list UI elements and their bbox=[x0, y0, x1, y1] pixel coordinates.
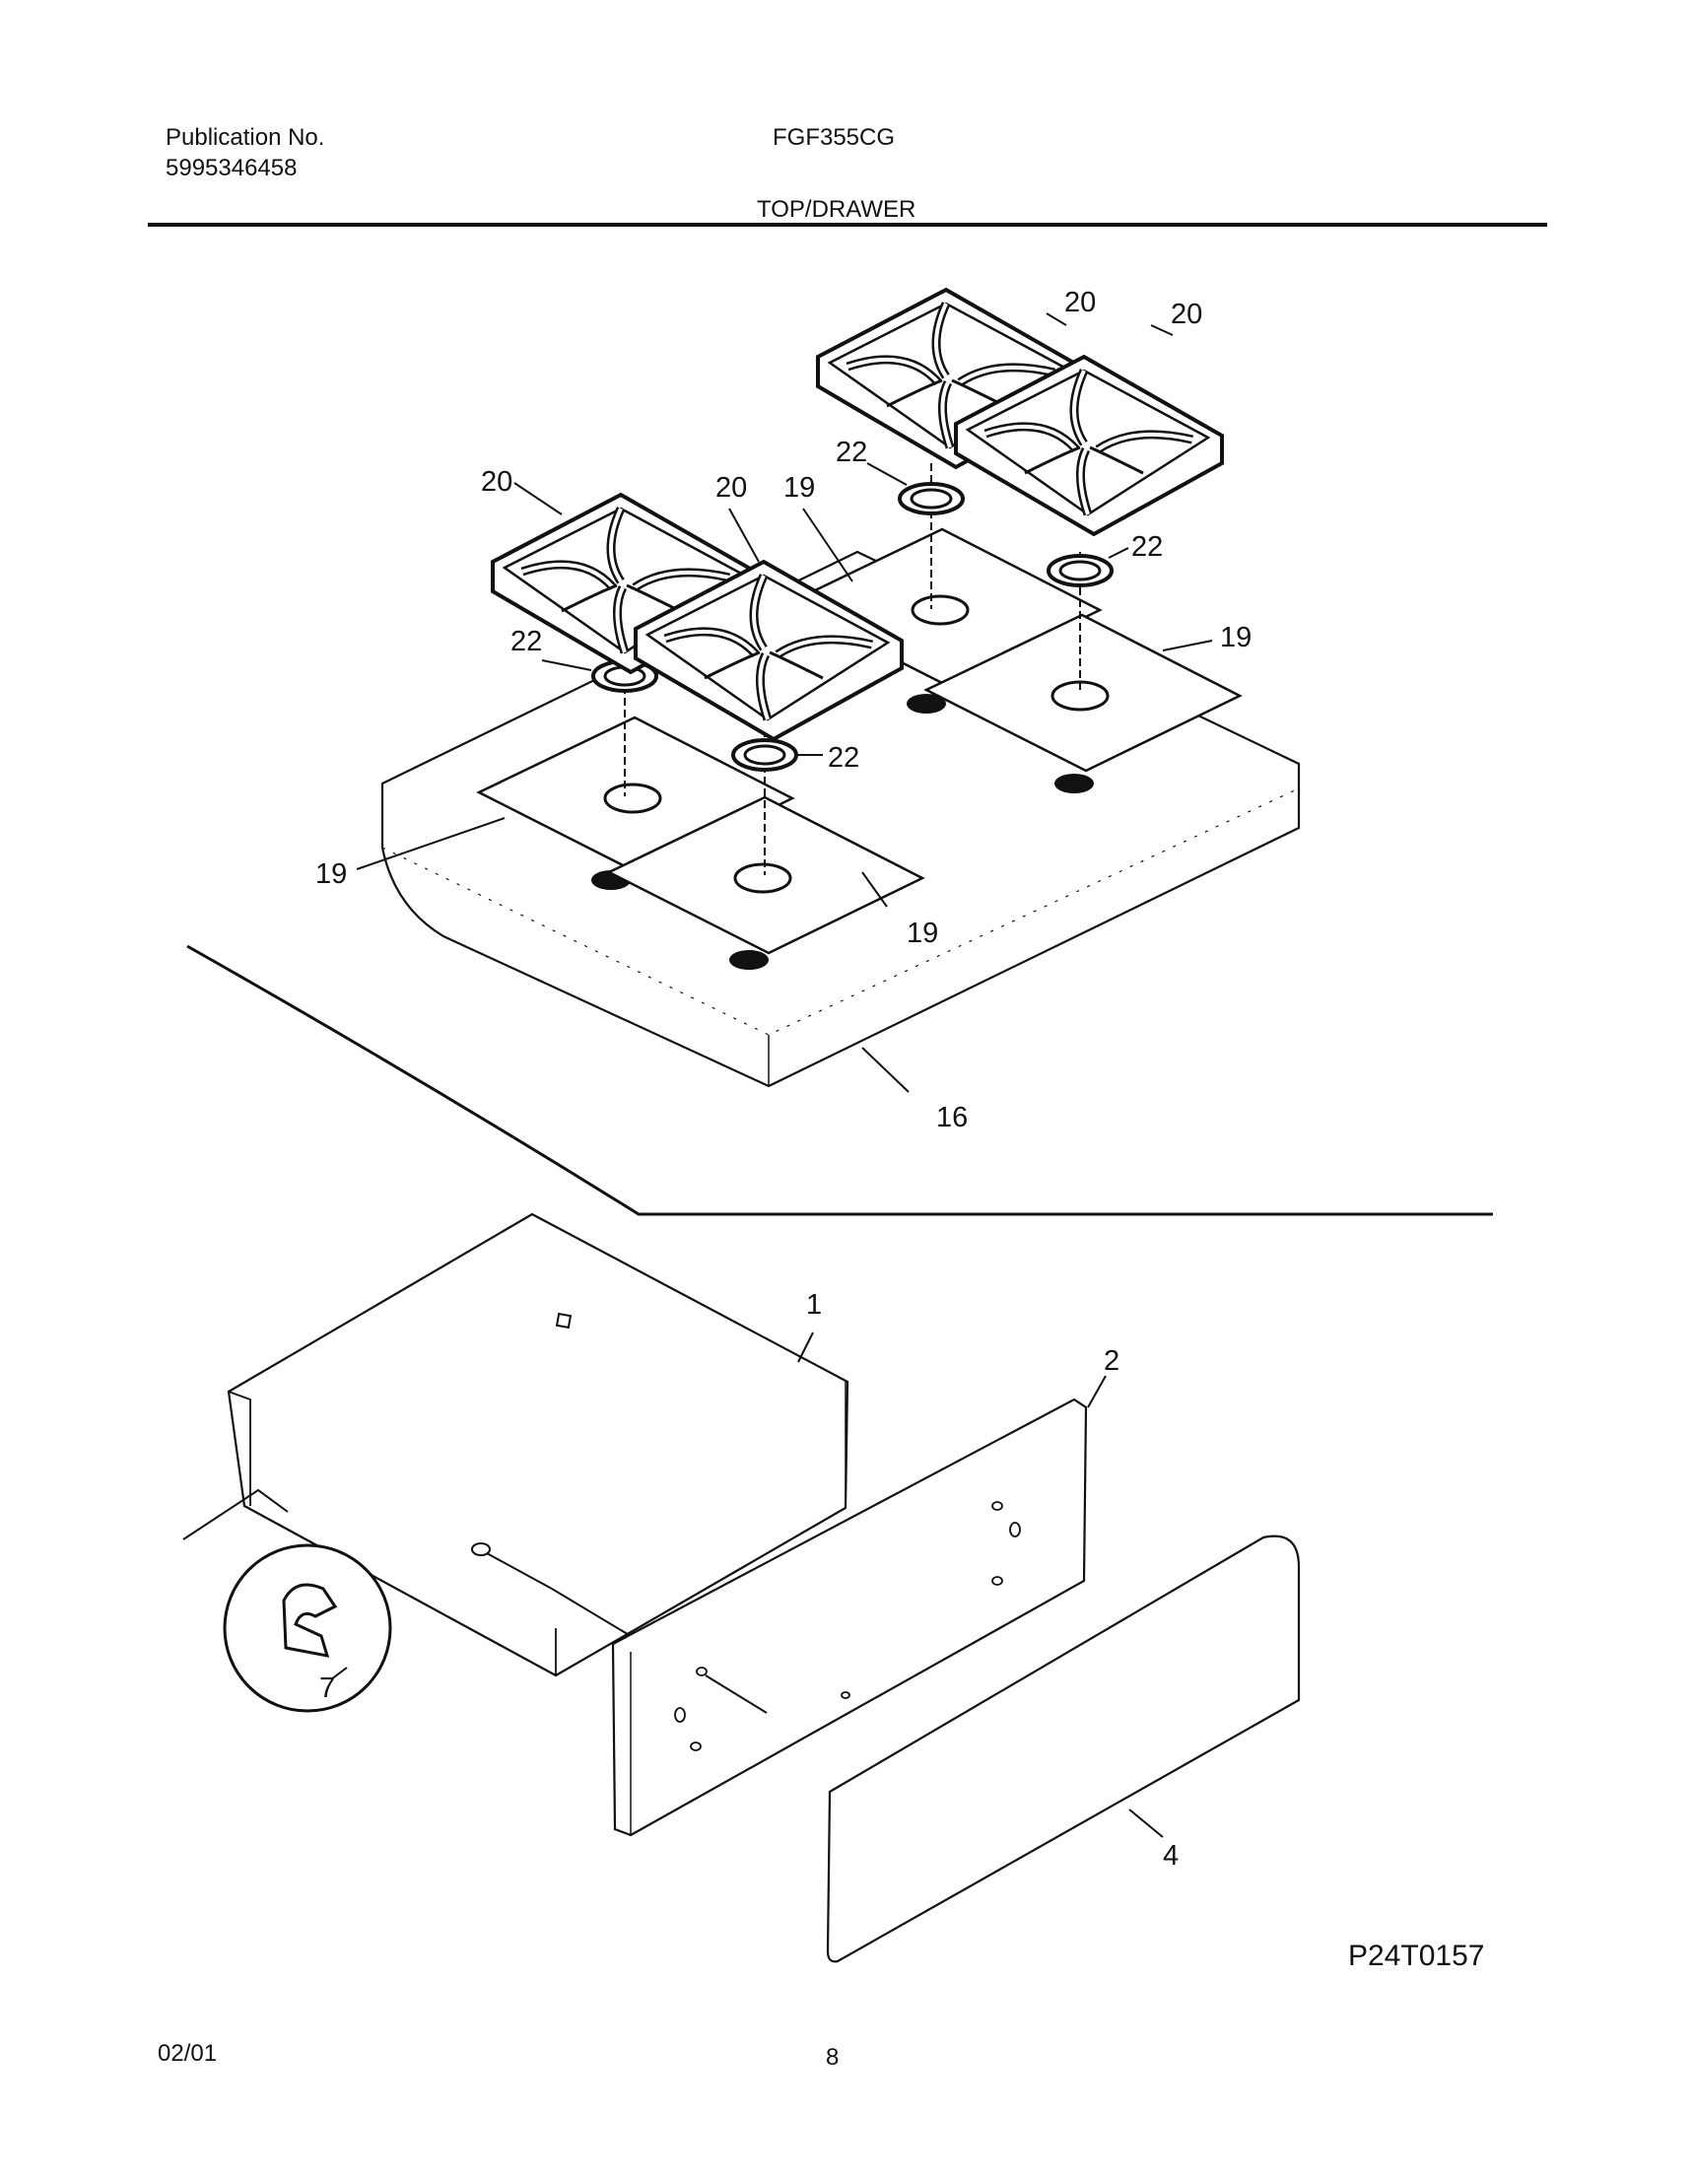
callout-burner-bowl: 19 bbox=[1220, 622, 1252, 653]
drawer-glide-detail bbox=[182, 1488, 392, 1713]
footer-page-number: 8 bbox=[826, 2044, 840, 2071]
burner-cap-rear-right bbox=[1047, 554, 1114, 587]
footer-date: 02/01 bbox=[158, 2040, 218, 2067]
model-number: FGF355CG bbox=[773, 124, 896, 151]
section-title: TOP/DRAWER bbox=[757, 196, 916, 223]
callout-burner-cap: 22 bbox=[828, 742, 859, 774]
leader-lines-top bbox=[356, 312, 1213, 1093]
callout-grate: 20 bbox=[1064, 287, 1096, 318]
leader-lines-bottom bbox=[330, 1331, 1164, 1838]
callout-grate: 20 bbox=[715, 472, 747, 504]
drawer-body bbox=[227, 1212, 849, 1677]
callout-glide: 7 bbox=[319, 1672, 335, 1704]
diagram-code: P24T0157 bbox=[1348, 1940, 1485, 1972]
callout-drawer-front: 2 bbox=[1104, 1345, 1119, 1377]
callout-burner-cap: 22 bbox=[1131, 531, 1163, 563]
publication-label: Publication No. bbox=[166, 124, 325, 151]
callout-burner-cap: 22 bbox=[836, 437, 867, 468]
drawer-panel bbox=[826, 1535, 1301, 1963]
callout-labels: 20 20 20 20 19 22 22 19 22 22 19 19 16 1… bbox=[315, 287, 1252, 1872]
drawer-front bbox=[611, 1398, 1088, 1837]
publication-number: 5995346458 bbox=[166, 155, 298, 181]
callout-burner-bowl: 19 bbox=[783, 472, 815, 504]
callout-burner-bowl: 19 bbox=[315, 858, 347, 890]
section-divider bbox=[186, 944, 1493, 1216]
callout-drawer-panel: 4 bbox=[1163, 1840, 1179, 1872]
burner-cap-front-right bbox=[731, 738, 798, 772]
callout-burner-cap: 22 bbox=[510, 626, 542, 657]
callout-cooktop: 16 bbox=[936, 1102, 968, 1133]
burner-cap-rear-left bbox=[898, 482, 965, 515]
callout-grate: 20 bbox=[1171, 299, 1202, 330]
callout-grate: 20 bbox=[481, 466, 512, 498]
header-rule bbox=[148, 223, 1547, 227]
callout-burner-bowl: 19 bbox=[907, 918, 938, 949]
callout-drawer-body: 1 bbox=[806, 1289, 822, 1321]
